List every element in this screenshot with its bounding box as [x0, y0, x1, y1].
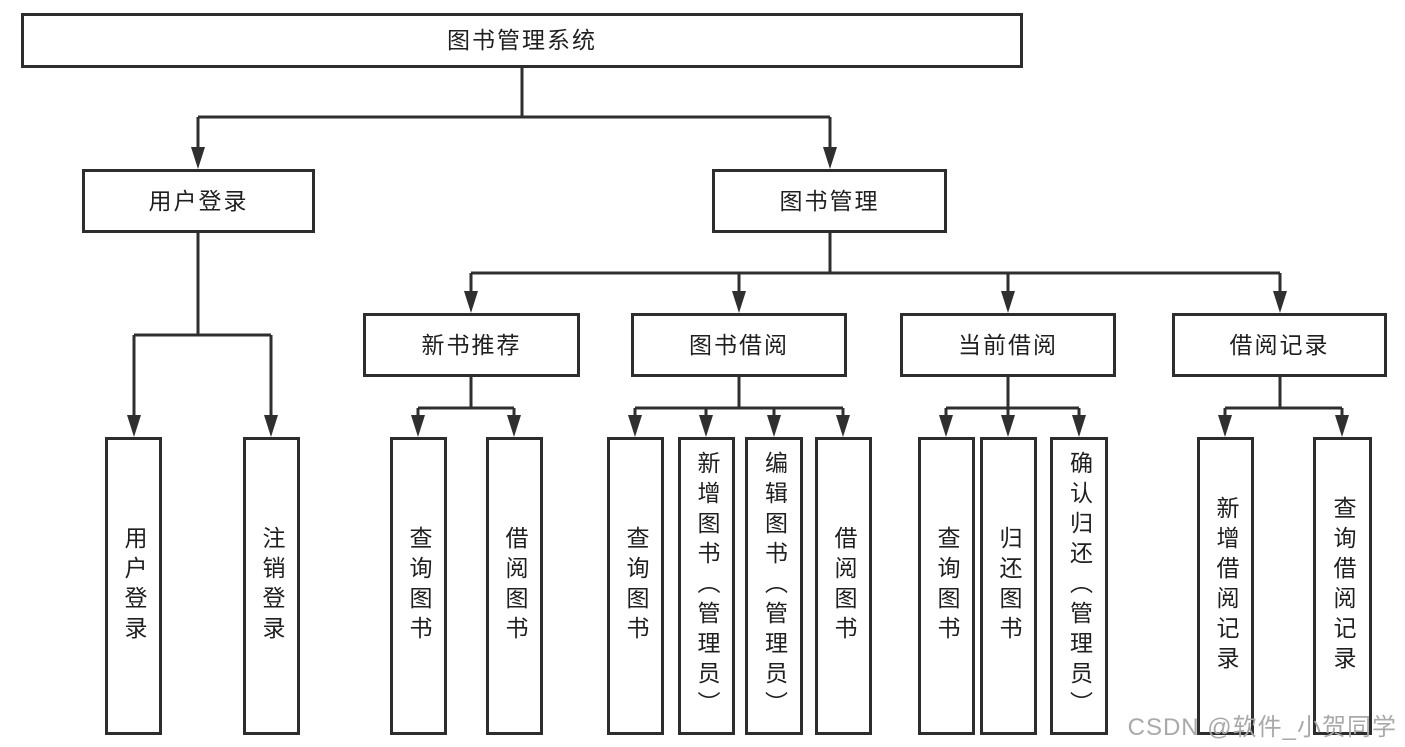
leaf-query-books-current-label: 查询图书: [934, 526, 960, 646]
arrowheads-borrow-record-children: [1218, 415, 1349, 437]
connector-new-book-children: [416, 377, 516, 431]
leaf-borrow-books-recommend-label: 借阅图书: [502, 526, 528, 646]
leaf-add-books-admin-label: 新增图书（管理员）: [694, 451, 720, 721]
connector-book-mgmt-to-level3: [469, 233, 1282, 307]
leaf-query-books-borrow-label: 查询图书: [623, 526, 649, 646]
leaf-logout-label: 注销登录: [259, 526, 285, 646]
node-new-book-recommend: 新书推荐: [363, 313, 580, 377]
node-borrow-record-label: 借阅记录: [1229, 331, 1330, 358]
leaf-add-borrow-record-label: 新增借阅记录: [1213, 496, 1239, 676]
leaf-query-books-borrow: 查询图书: [607, 437, 664, 735]
arrowheads-book-borrow-children: [628, 415, 850, 437]
node-book-management-label: 图书管理: [779, 187, 880, 214]
node-user-login-label: 用户登录: [148, 187, 249, 214]
leaf-return-books: 归还图书: [980, 437, 1037, 735]
leaf-logout: 注销登录: [243, 437, 300, 735]
leaf-confirm-return-admin: 确认归还（管理员）: [1050, 437, 1108, 735]
leaf-query-books-current: 查询图书: [918, 437, 975, 735]
leaf-query-borrow-record: 查询借阅记录: [1313, 437, 1372, 735]
node-new-book-recommend-label: 新书推荐: [421, 331, 522, 358]
leaf-user-login-label: 用户登录: [121, 526, 147, 646]
leaf-borrow-books: 借阅图书: [815, 437, 872, 735]
arrowheads-level3: [464, 291, 1287, 313]
leaf-confirm-return-admin-label: 确认归还（管理员）: [1066, 451, 1093, 721]
leaf-return-books-label: 归还图书: [996, 526, 1022, 646]
arrowheads-level2: [191, 147, 837, 169]
leaf-add-borrow-record: 新增借阅记录: [1197, 437, 1254, 735]
leaf-edit-books-admin-label: 编辑图书（管理员）: [761, 451, 788, 721]
node-book-borrow: 图书借阅: [631, 313, 847, 377]
connector-book-borrow-children: [633, 377, 845, 431]
connector-borrow-record-children: [1223, 377, 1344, 431]
leaf-borrow-books-label: 借阅图书: [831, 526, 857, 646]
leaf-user-login: 用户登录: [105, 437, 162, 735]
leaf-add-books-admin: 新增图书（管理员）: [678, 437, 735, 735]
node-user-login: 用户登录: [82, 169, 315, 233]
arrowheads-user-login-children: [127, 415, 278, 437]
node-root-label: 图书管理系统: [447, 27, 597, 53]
node-current-borrow-label: 当前借阅: [958, 331, 1058, 358]
leaf-edit-books-admin: 编辑图书（管理员）: [745, 437, 803, 735]
node-current-borrow: 当前借阅: [900, 313, 1116, 377]
node-borrow-record: 借阅记录: [1172, 313, 1387, 377]
node-book-borrow-label: 图书借阅: [689, 331, 789, 358]
connector-current-borrow-children: [944, 377, 1081, 431]
leaf-query-borrow-record-label: 查询借阅记录: [1330, 496, 1356, 676]
leaf-query-books-recommend: 查询图书: [390, 437, 447, 735]
arrowheads-new-book-children: [411, 415, 521, 437]
leaf-borrow-books-recommend: 借阅图书: [486, 437, 543, 735]
connector-root-to-level2: [196, 68, 832, 163]
arrowheads-current-borrow-children: [939, 415, 1086, 437]
leaf-query-books-recommend-label: 查询图书: [406, 526, 432, 646]
node-book-management: 图书管理: [712, 169, 947, 233]
node-root: 图书管理系统: [21, 13, 1023, 68]
connector-user-login-children: [132, 233, 273, 431]
